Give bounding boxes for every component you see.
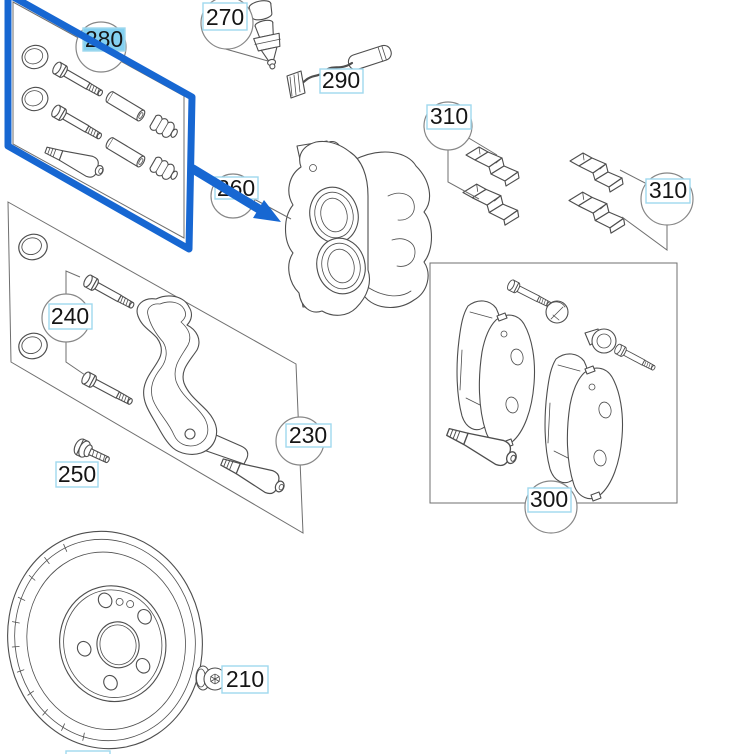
callout-310-left[interactable]: 310 <box>423 101 473 151</box>
leader-310b <box>619 169 668 251</box>
disc-face-ring <box>26 551 186 730</box>
disc-center-bore <box>96 621 140 669</box>
caliper-hole <box>309 164 317 172</box>
callout-label-310-right[interactable]: 310 <box>649 177 687 203</box>
flange-bolt-250 <box>73 438 110 464</box>
brake-pad-pair-left <box>456 300 536 449</box>
callout-hotspot-230[interactable] <box>285 423 332 448</box>
selection-highlight-box <box>4 0 196 253</box>
lug-hole <box>135 657 151 674</box>
callout-210[interactable]: 210 <box>221 665 269 694</box>
pad-kit-cap <box>545 300 569 324</box>
bleeder-valve-drawing <box>248 0 281 70</box>
callout-300[interactable]: 300 <box>524 480 578 534</box>
lug-hole <box>137 608 152 625</box>
callout-label-240[interactable]: 240 <box>51 303 89 329</box>
carrier-panel <box>7 201 304 534</box>
callout-label-300[interactable]: 300 <box>530 486 568 512</box>
brake-pad-pair-right <box>544 353 624 502</box>
selection-highlight <box>4 0 281 253</box>
brake-disc-drawing <box>7 530 203 750</box>
guide-pin-kit-panel <box>12 1 185 239</box>
brake-caliper-drawing <box>284 140 433 316</box>
lug-hole <box>97 592 113 609</box>
clip-2b <box>568 191 626 234</box>
callout-hotspot-300[interactable] <box>527 487 572 513</box>
callout-240[interactable]: 240 <box>41 293 93 343</box>
callout-290[interactable]: 290 <box>319 67 364 94</box>
leader-260 <box>253 198 292 220</box>
disc-screw-drawing <box>195 665 227 691</box>
callout-label-290[interactable]: 290 <box>322 67 360 93</box>
retaining-clips-set-1 <box>462 146 520 226</box>
callout-hotspot-210[interactable] <box>221 665 269 694</box>
lug-hole <box>103 674 118 691</box>
callout-hotspot-310-right[interactable] <box>645 178 691 204</box>
callout-310-right[interactable]: 310 <box>640 172 694 226</box>
callout-label-270[interactable]: 270 <box>206 4 244 30</box>
callout-hotspot-310-left[interactable] <box>426 104 472 130</box>
kit-panel-outline <box>12 1 185 239</box>
callout-hotspot-250[interactable] <box>55 461 99 488</box>
disc-rim-line <box>14 538 196 742</box>
callout-hotspot-cutoff[interactable] <box>65 750 111 754</box>
callout-label-310-left[interactable]: 310 <box>430 103 468 129</box>
disc-vent-marks <box>11 543 85 741</box>
pad-kit-seal <box>584 328 617 354</box>
callout-hotspot-240[interactable] <box>48 303 93 330</box>
retaining-clips-set-2 <box>568 152 626 234</box>
callout-270[interactable]: 270 <box>200 0 254 50</box>
pin-hole <box>126 600 135 608</box>
caliper-bore-2 <box>316 237 366 295</box>
callout-250[interactable]: 250 <box>55 461 99 488</box>
callout-230[interactable]: 230 <box>275 416 332 466</box>
lug-hole <box>76 640 92 657</box>
callout-hotspot-270[interactable] <box>202 2 248 31</box>
brake-pad-kit-box <box>429 262 678 504</box>
wear-sensor-drawing <box>286 44 392 99</box>
carrier-bracket <box>136 295 218 455</box>
callout-label-250[interactable]: 250 <box>58 461 96 487</box>
torx-star <box>210 673 220 685</box>
bracket-hole <box>184 428 196 440</box>
callout-hotspot-290[interactable] <box>319 68 364 94</box>
carrier-bracket-inner-line <box>147 301 209 447</box>
leader-310a <box>447 136 498 200</box>
clip-1b <box>462 183 520 226</box>
leader-240 <box>65 270 86 376</box>
selection-arrow-shaft <box>188 164 264 214</box>
selection-arrow-head <box>253 200 281 222</box>
pin-hole <box>115 597 124 606</box>
callout-label-210[interactable]: 210 <box>226 666 264 692</box>
callout-label-230[interactable]: 230 <box>289 422 327 448</box>
caliper-bridge-details <box>365 192 416 297</box>
clip-2a <box>569 152 624 193</box>
